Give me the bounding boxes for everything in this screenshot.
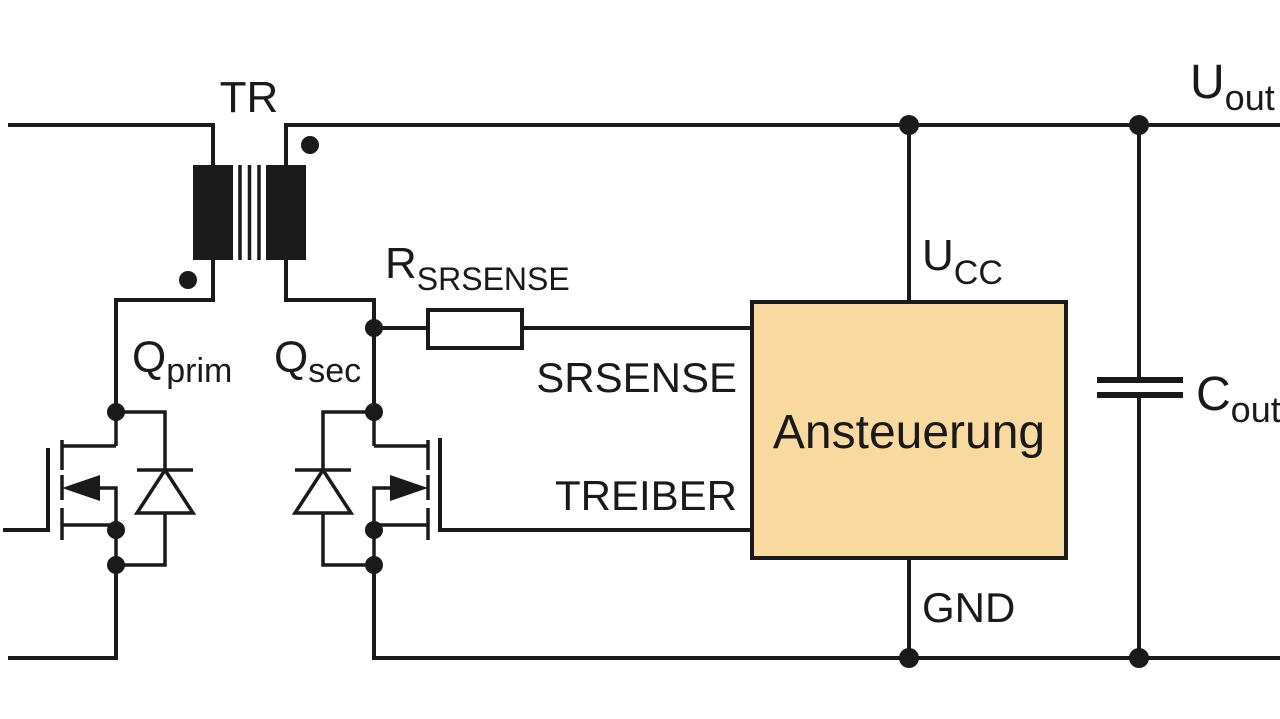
label-c-out-main: C bbox=[1196, 368, 1231, 421]
controller-block bbox=[750, 300, 1068, 560]
label-r-sub: SRSENSE bbox=[417, 261, 570, 297]
label-c-out: Cout bbox=[1196, 368, 1280, 430]
label-pin-gnd: GND bbox=[922, 584, 1015, 631]
label-r-main: R bbox=[385, 239, 417, 288]
label-u-cc: UCC bbox=[922, 231, 1003, 292]
resistor-r-srsense bbox=[426, 308, 524, 350]
label-pin-treiber: TREIBER bbox=[555, 472, 737, 519]
label-q-prim-main: Q bbox=[132, 333, 166, 382]
label-r-srsense: RSRSENSE bbox=[385, 239, 570, 297]
mosfet-q-sec bbox=[291, 319, 442, 574]
label-q-prim-sub: prim bbox=[166, 352, 232, 390]
label-u-out: Uout bbox=[1190, 56, 1275, 118]
label-u-out-main: U bbox=[1190, 56, 1225, 109]
polarity-dot-primary bbox=[179, 271, 197, 289]
capacitor-c-out bbox=[1097, 377, 1183, 398]
mosfet-q-prim bbox=[3, 403, 197, 574]
label-q-prim: Qprim bbox=[132, 333, 232, 390]
primary-winding bbox=[193, 165, 233, 260]
junction-dots bbox=[899, 115, 1149, 668]
label-u-out-sub: out bbox=[1225, 77, 1275, 118]
wires bbox=[8, 123, 1280, 660]
label-tr: TR bbox=[220, 73, 279, 122]
label-u-cc-main: U bbox=[922, 231, 954, 280]
label-c-out-sub: out bbox=[1231, 389, 1280, 430]
transformer bbox=[179, 136, 319, 289]
label-q-sec-sub: sec bbox=[308, 352, 361, 390]
label-q-sec-main: Q bbox=[274, 333, 308, 382]
label-u-cc-sub: CC bbox=[954, 254, 1003, 292]
secondary-winding bbox=[266, 165, 306, 260]
label-pin-srsense: SRSENSE bbox=[536, 354, 737, 401]
controller-label: Ansteuerung bbox=[773, 406, 1045, 459]
polarity-dot-secondary bbox=[301, 136, 319, 154]
label-q-sec: Qsec bbox=[274, 333, 361, 390]
